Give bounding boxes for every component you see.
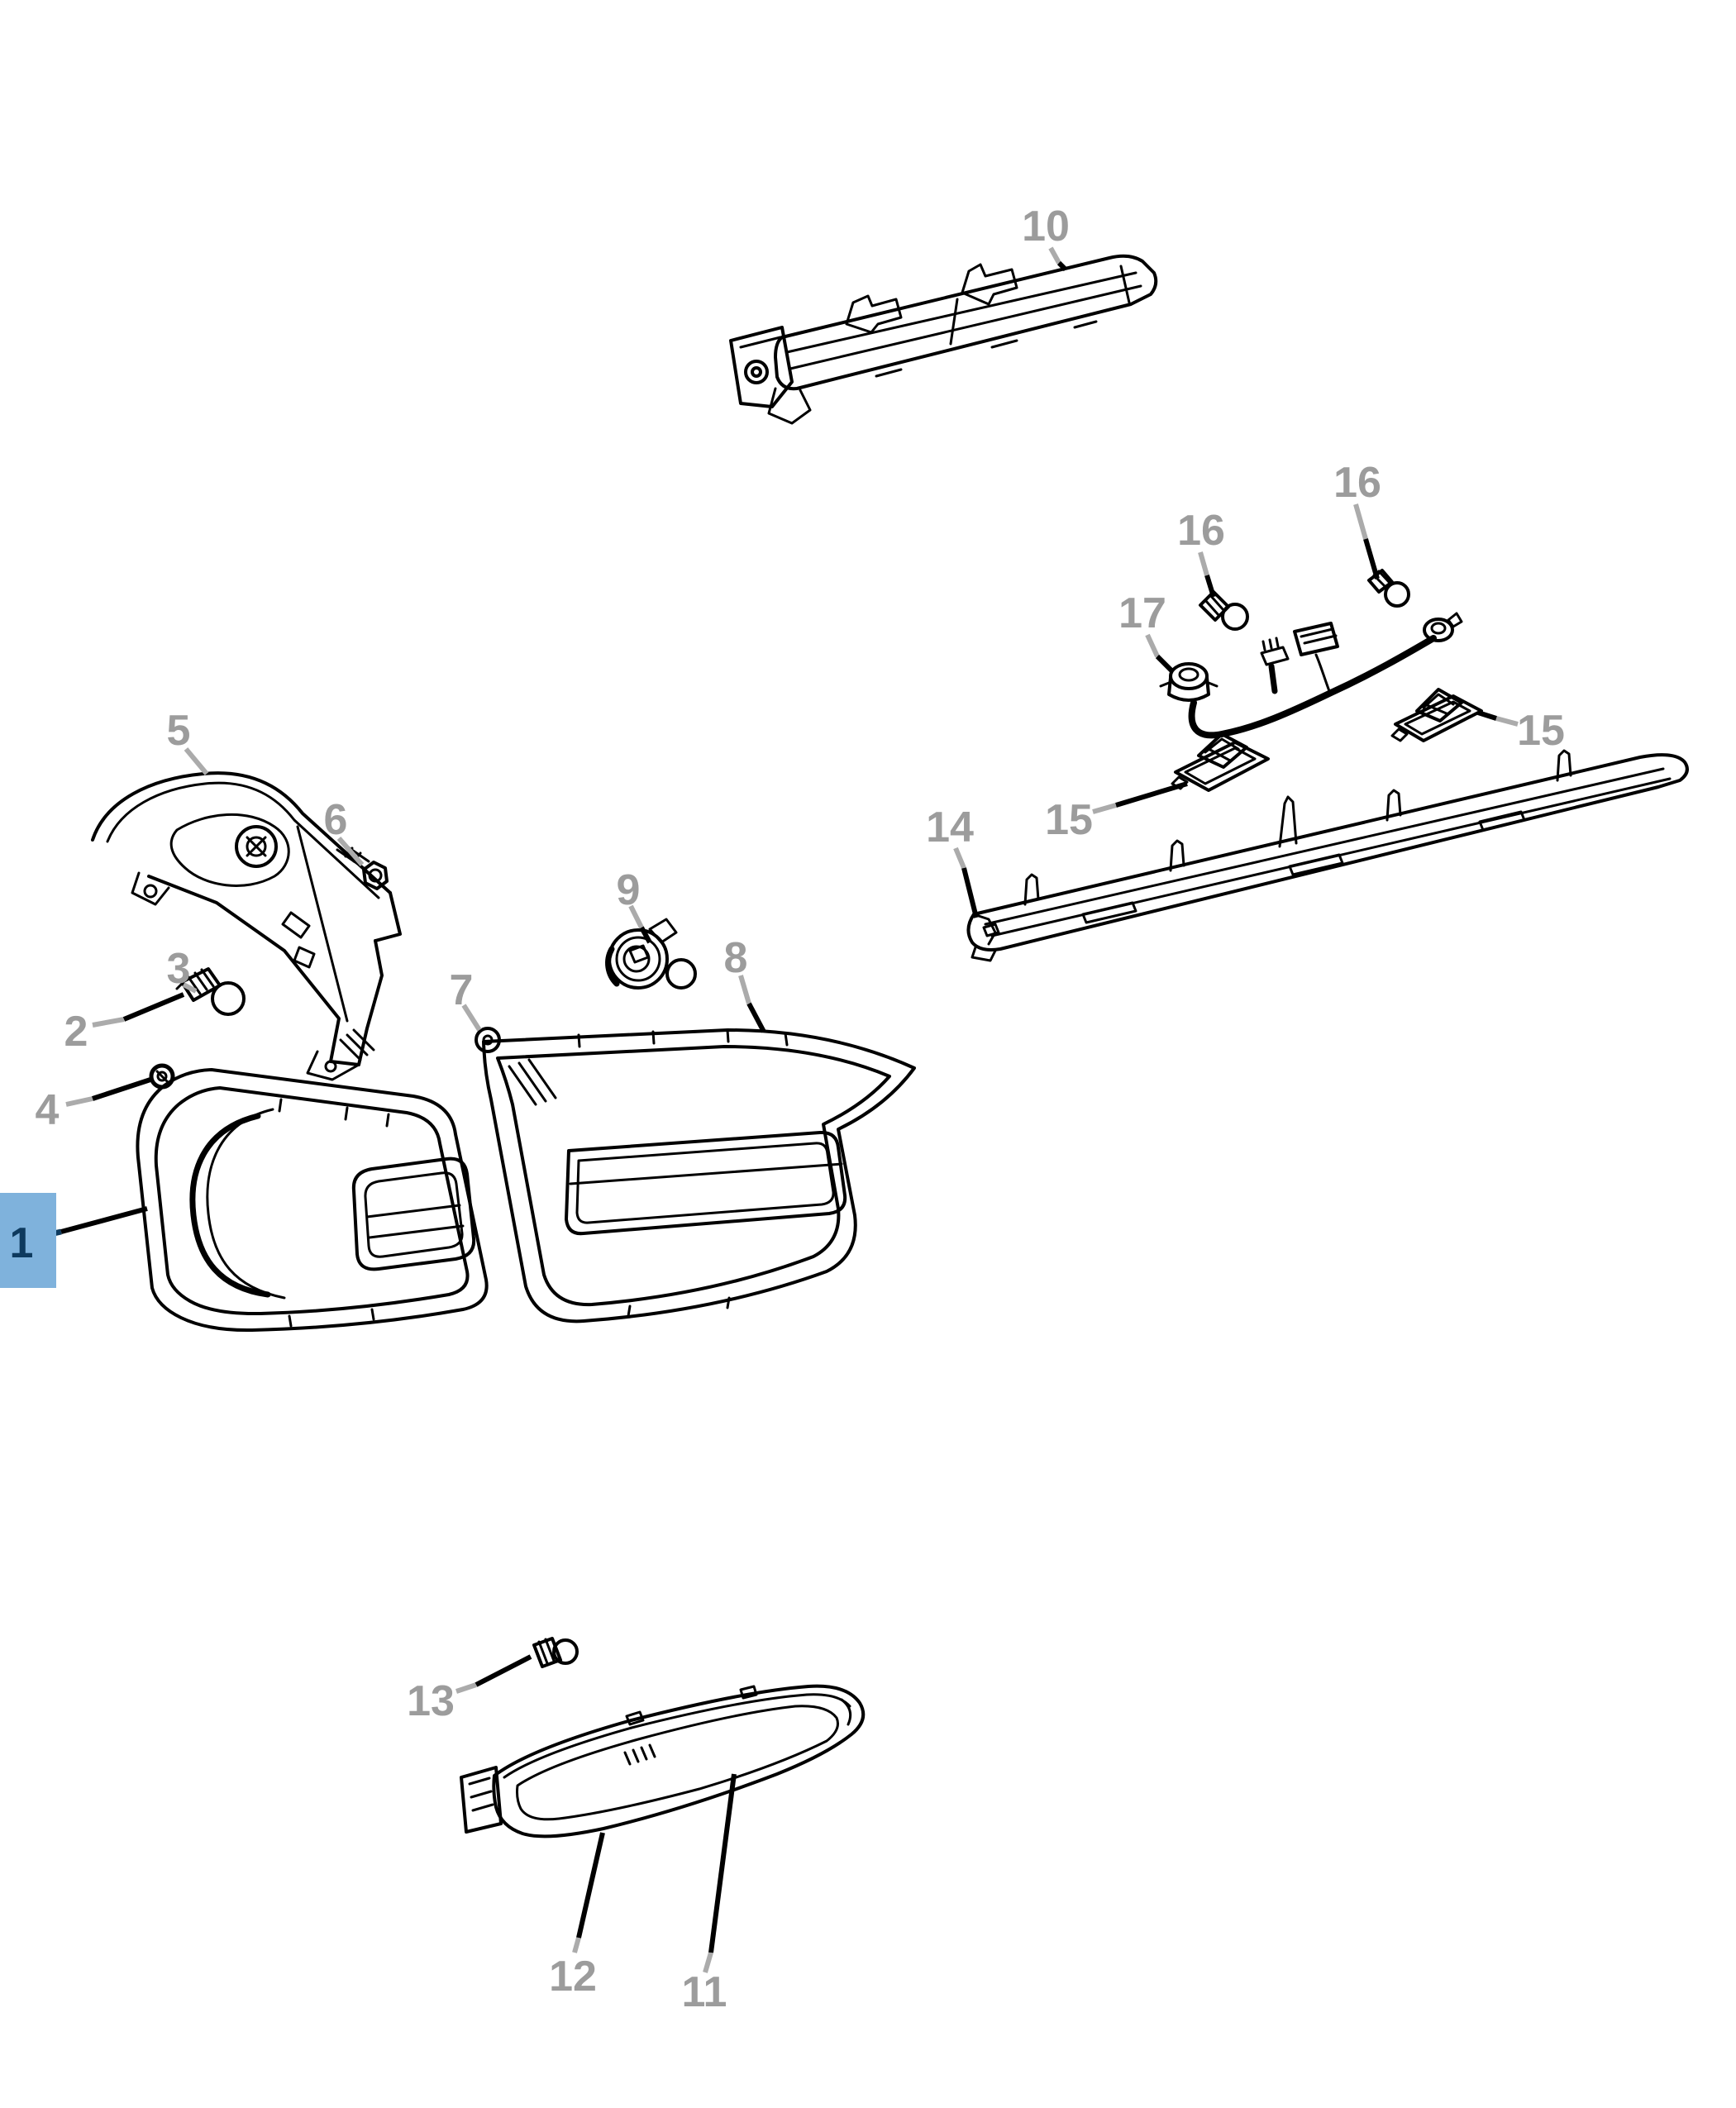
callout-14[interactable]: 14 xyxy=(926,804,974,851)
fascia-bracket-tab xyxy=(460,1766,503,1834)
callout-8[interactable]: 8 xyxy=(724,934,748,982)
part-inner-tail-lamp-8 xyxy=(482,1028,916,1323)
chmsl-bracket-right xyxy=(961,263,1018,306)
callout-2[interactable]: 2 xyxy=(64,1008,88,1056)
outer-lamp-bezel xyxy=(154,1086,470,1316)
part-fascia-bulb-13 xyxy=(532,1637,579,1668)
part-bulb-left-16 xyxy=(1199,590,1249,631)
callout-5[interactable]: 5 xyxy=(167,707,191,755)
callout-16-left[interactable]: 16 xyxy=(1177,507,1225,555)
bracket-flange-outer xyxy=(91,771,392,894)
callout-6[interactable]: 6 xyxy=(324,796,348,844)
callout-7[interactable]: 7 xyxy=(450,966,474,1014)
highlight-box xyxy=(0,1193,56,1288)
callout-17[interactable]: 17 xyxy=(1118,589,1166,637)
inner-lamp-bezel xyxy=(496,1045,891,1307)
part-harness-socket-17 xyxy=(1159,662,1219,702)
part-bulb-socket-9 xyxy=(605,918,697,990)
callout-11[interactable]: 11 xyxy=(682,1968,727,2016)
callout-12[interactable]: 12 xyxy=(549,1953,597,2001)
wiring-harness xyxy=(1188,612,1463,739)
callout-1-highlight[interactable]: 1 xyxy=(0,1193,56,1288)
callout-1: 1 xyxy=(10,1219,34,1267)
chmsl-bracket-left xyxy=(845,294,903,334)
chmsl-bar-outline xyxy=(774,254,1158,391)
part-license-lamp-left-15 xyxy=(1171,732,1270,792)
part-bulb-3 xyxy=(175,967,246,1016)
fascia-lamp-lens xyxy=(516,1705,839,1821)
inner-lamp-shell xyxy=(482,1028,916,1323)
callout-4[interactable]: 4 xyxy=(36,1086,60,1134)
fascia-lamp-shell xyxy=(492,1684,866,1839)
callout-9[interactable]: 9 xyxy=(617,866,641,914)
callout-13[interactable]: 13 xyxy=(407,1677,455,1725)
part-license-lamp-right-15 xyxy=(1390,688,1483,742)
part-outer-tail-lamp-1 xyxy=(136,1068,489,1333)
part-fascia-lamp-11-12 xyxy=(460,1684,866,1839)
callout-3[interactable]: 3 xyxy=(167,945,191,993)
part-tail-lamp-bracket-5 xyxy=(91,771,402,1081)
inner-lamp-slot xyxy=(565,1130,847,1236)
bar-outline xyxy=(966,753,1689,951)
leader-lines xyxy=(31,246,1519,1973)
harness-connector xyxy=(1293,622,1339,656)
part-high-mount-stop-lamp xyxy=(729,254,1158,425)
part-license-applique-bar-14 xyxy=(966,749,1689,962)
callout-16-right[interactable]: 16 xyxy=(1333,459,1381,507)
outer-lamp-opening xyxy=(351,1157,476,1271)
callout-10[interactable]: 10 xyxy=(1022,203,1070,250)
chmsl-end-plate xyxy=(729,326,794,408)
outer-lamp-shell xyxy=(136,1068,489,1333)
callout-15-left[interactable]: 15 xyxy=(1045,796,1093,844)
callout-15-right[interactable]: 15 xyxy=(1517,707,1565,755)
